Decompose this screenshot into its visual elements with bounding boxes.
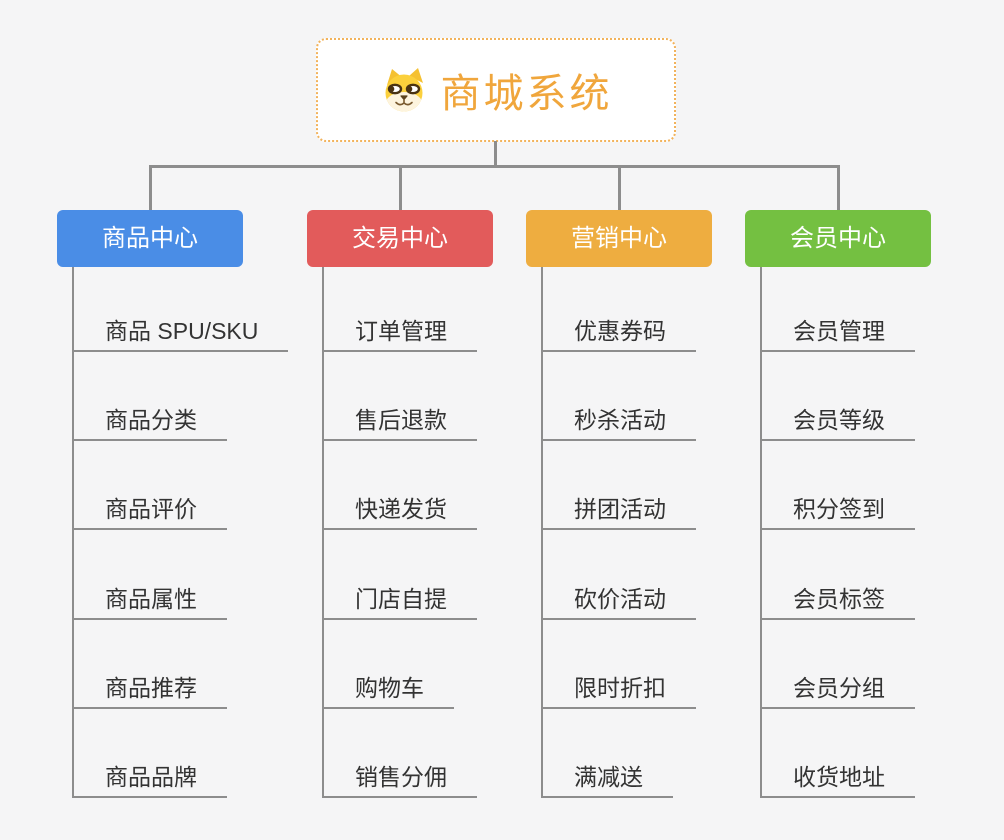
connector-root-stub xyxy=(494,141,497,168)
leaf-node-product-spu-sku[interactable]: 商品 SPU/SKU xyxy=(72,314,289,352)
leaf-node-limited-discount[interactable]: 限时折扣 xyxy=(541,671,696,709)
leaf-node-after-sale-refund[interactable]: 售后退款 xyxy=(322,403,477,441)
leaf-node-member-group[interactable]: 会员分组 xyxy=(760,671,915,709)
root-node-mall-system[interactable]: 商城系统 xyxy=(316,38,676,142)
leaf-node-member-level[interactable]: 会员等级 xyxy=(760,403,915,441)
leaf-node-product-category[interactable]: 商品分类 xyxy=(72,403,227,441)
leaf-node-group-buy[interactable]: 拼团活动 xyxy=(541,492,696,530)
leaf-node-product-review[interactable]: 商品评价 xyxy=(72,492,227,530)
connector-children-marketing-center xyxy=(541,267,543,798)
connector-children-member-center xyxy=(760,267,762,798)
leaf-node-flash-sale[interactable]: 秒杀活动 xyxy=(541,403,696,441)
leaf-node-full-reduction[interactable]: 满减送 xyxy=(541,760,673,798)
leaf-node-store-pickup[interactable]: 门店自提 xyxy=(322,582,477,620)
leaf-node-bargain[interactable]: 砍价活动 xyxy=(541,582,696,620)
leaf-node-shipping-address[interactable]: 收货地址 xyxy=(760,760,915,798)
dog-icon xyxy=(385,68,423,112)
branch-node-product-center[interactable]: 商品中心 xyxy=(57,210,243,267)
connector-drop-branch-3 xyxy=(618,165,621,210)
leaf-node-product-attr[interactable]: 商品属性 xyxy=(72,582,227,620)
connector-children-trade-center xyxy=(322,267,324,798)
leaf-node-product-recommend[interactable]: 商品推荐 xyxy=(72,671,227,709)
leaf-node-points-checkin[interactable]: 积分签到 xyxy=(760,492,915,530)
leaf-node-member-tag[interactable]: 会员标签 xyxy=(760,582,915,620)
connector-horizontal-bus xyxy=(149,165,840,168)
connector-children-product-center xyxy=(72,267,74,798)
leaf-node-order-management[interactable]: 订单管理 xyxy=(322,314,477,352)
leaf-node-product-brand[interactable]: 商品品牌 xyxy=(72,760,227,798)
root-node-label: 商城系统 xyxy=(440,72,613,116)
connector-drop-branch-4 xyxy=(837,165,840,210)
branch-node-marketing-center[interactable]: 营销中心 xyxy=(526,210,712,267)
branch-node-trade-center[interactable]: 交易中心 xyxy=(307,210,493,267)
connector-drop-branch-1 xyxy=(149,165,152,210)
leaf-node-member-management[interactable]: 会员管理 xyxy=(760,314,915,352)
leaf-node-express-delivery[interactable]: 快递发货 xyxy=(322,492,477,530)
leaf-node-sales-commission[interactable]: 销售分佣 xyxy=(322,760,477,798)
connector-drop-branch-2 xyxy=(399,165,402,210)
leaf-node-shopping-cart[interactable]: 购物车 xyxy=(322,671,454,709)
leaf-node-coupon-code[interactable]: 优惠券码 xyxy=(541,314,696,352)
branch-node-member-center[interactable]: 会员中心 xyxy=(745,210,931,267)
